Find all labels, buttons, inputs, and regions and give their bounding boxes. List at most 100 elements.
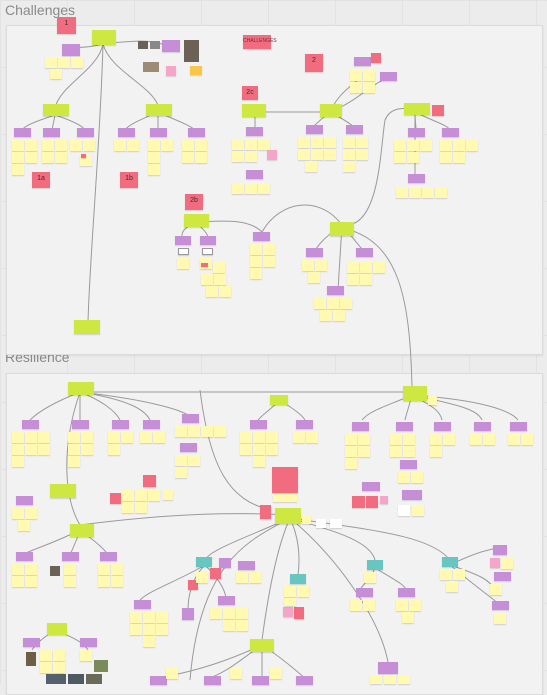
green-sticky[interactable] — [320, 104, 342, 117]
yellow-sticky[interactable] — [258, 183, 270, 194]
yellow-sticky[interactable] — [270, 668, 282, 679]
yellow-sticky[interactable] — [143, 612, 155, 623]
yellow-sticky[interactable] — [466, 140, 478, 151]
yellow-sticky[interactable] — [68, 456, 80, 467]
purple-sticky[interactable] — [188, 128, 205, 137]
yellow-sticky[interactable] — [195, 152, 207, 163]
yellow-sticky[interactable] — [356, 149, 368, 160]
yellow-sticky[interactable] — [68, 432, 80, 443]
yellow-sticky[interactable] — [210, 608, 222, 619]
yellow-sticky[interactable] — [358, 446, 370, 457]
yellow-sticky[interactable] — [411, 472, 423, 483]
yellow-sticky[interactable] — [25, 576, 37, 587]
frame-title-challenges[interactable]: Challenges — [5, 2, 76, 18]
yellow-sticky[interactable] — [284, 586, 296, 597]
yellow-sticky[interactable] — [350, 82, 362, 93]
yellow-sticky[interactable] — [249, 572, 261, 583]
yellow-sticky[interactable] — [298, 137, 310, 148]
yellow-sticky[interactable] — [345, 434, 357, 445]
red-sticky-large[interactable] — [272, 467, 298, 493]
yellow-sticky[interactable] — [80, 650, 92, 661]
purple-sticky[interactable] — [238, 561, 255, 570]
purple-sticky[interactable] — [400, 460, 417, 469]
yellow-sticky[interactable] — [347, 262, 359, 273]
yellow-sticky[interactable] — [38, 432, 50, 443]
photo-thumbnail[interactable] — [94, 660, 108, 672]
yellow-sticky[interactable] — [182, 140, 194, 151]
yellow-sticky[interactable] — [143, 636, 155, 647]
pink-sticky[interactable] — [380, 496, 388, 504]
yellow-sticky[interactable] — [245, 139, 257, 150]
yellow-sticky[interactable] — [363, 600, 375, 611]
yellow-sticky[interactable] — [80, 155, 92, 166]
yellow-sticky[interactable] — [175, 455, 187, 466]
purple-sticky[interactable] — [434, 422, 451, 431]
photo-thumbnail[interactable] — [143, 62, 159, 72]
card-item[interactable] — [202, 248, 213, 255]
yellow-sticky[interactable] — [156, 612, 168, 623]
purple-sticky[interactable] — [246, 127, 263, 136]
yellow-sticky[interactable] — [25, 432, 37, 443]
purple-sticky[interactable] — [442, 128, 459, 137]
yellow-sticky[interactable] — [232, 139, 244, 150]
yellow-sticky[interactable] — [111, 564, 123, 575]
purple-sticky[interactable] — [62, 44, 80, 56]
red-sticky[interactable] — [188, 580, 198, 590]
yellow-sticky[interactable] — [358, 434, 370, 445]
yellow-sticky[interactable] — [58, 57, 70, 68]
yellow-sticky[interactable] — [420, 140, 432, 151]
yellow-sticky[interactable] — [284, 598, 296, 606]
yellow-sticky[interactable] — [394, 140, 406, 151]
yellow-sticky[interactable] — [42, 152, 54, 163]
purple-sticky[interactable] — [253, 232, 270, 241]
yellow-sticky[interactable] — [111, 576, 123, 587]
yellow-sticky[interactable] — [163, 490, 173, 500]
yellow-sticky[interactable] — [135, 502, 147, 513]
yellow-sticky[interactable] — [206, 286, 218, 297]
yellow-sticky[interactable] — [324, 137, 336, 148]
yellow-sticky[interactable] — [494, 613, 506, 624]
photo-thumbnail[interactable] — [68, 674, 84, 684]
purple-sticky[interactable] — [219, 558, 231, 568]
purple-sticky[interactable] — [352, 422, 369, 431]
yellow-sticky[interactable] — [370, 675, 382, 684]
yellow-sticky[interactable] — [345, 446, 357, 457]
purple-sticky[interactable] — [118, 128, 135, 137]
sticky-number-1[interactable]: 1 — [57, 17, 76, 34]
yellow-sticky[interactable] — [166, 668, 178, 679]
yellow-sticky[interactable] — [343, 161, 355, 172]
purple-sticky[interactable] — [494, 572, 511, 581]
purple-sticky[interactable] — [80, 638, 97, 647]
yellow-sticky[interactable] — [188, 426, 200, 437]
yellow-sticky[interactable] — [177, 258, 189, 269]
yellow-sticky[interactable] — [18, 520, 30, 531]
teal-sticky[interactable] — [290, 574, 306, 584]
yellow-sticky[interactable] — [40, 650, 52, 661]
yellow-sticky[interactable] — [12, 564, 24, 575]
red-marker[interactable] — [201, 263, 208, 267]
yellow-sticky[interactable] — [508, 434, 520, 445]
yellow-sticky[interactable] — [81, 432, 93, 443]
purple-sticky[interactable] — [493, 545, 507, 555]
yellow-sticky[interactable] — [122, 502, 134, 513]
purple-sticky[interactable] — [492, 601, 509, 610]
green-sticky[interactable] — [270, 395, 288, 405]
red-sticky[interactable] — [294, 607, 304, 619]
purple-sticky[interactable] — [218, 596, 235, 605]
yellow-sticky[interactable] — [360, 262, 372, 273]
yellow-sticky[interactable] — [236, 620, 248, 631]
yellow-sticky[interactable] — [311, 149, 323, 160]
yellow-sticky[interactable] — [440, 569, 452, 580]
purple-sticky[interactable] — [112, 420, 129, 429]
purple-sticky[interactable] — [23, 638, 40, 647]
yellow-sticky[interactable] — [223, 608, 235, 619]
yellow-sticky[interactable] — [55, 140, 67, 151]
red-sticky[interactable] — [210, 568, 221, 579]
purple-sticky[interactable] — [62, 552, 79, 561]
yellow-sticky[interactable] — [409, 187, 421, 198]
yellow-sticky[interactable] — [250, 244, 262, 255]
yellow-sticky[interactable] — [53, 662, 65, 673]
purple-sticky[interactable] — [175, 236, 191, 245]
card-item[interactable] — [398, 505, 410, 516]
pink-sticky[interactable] — [283, 607, 293, 617]
